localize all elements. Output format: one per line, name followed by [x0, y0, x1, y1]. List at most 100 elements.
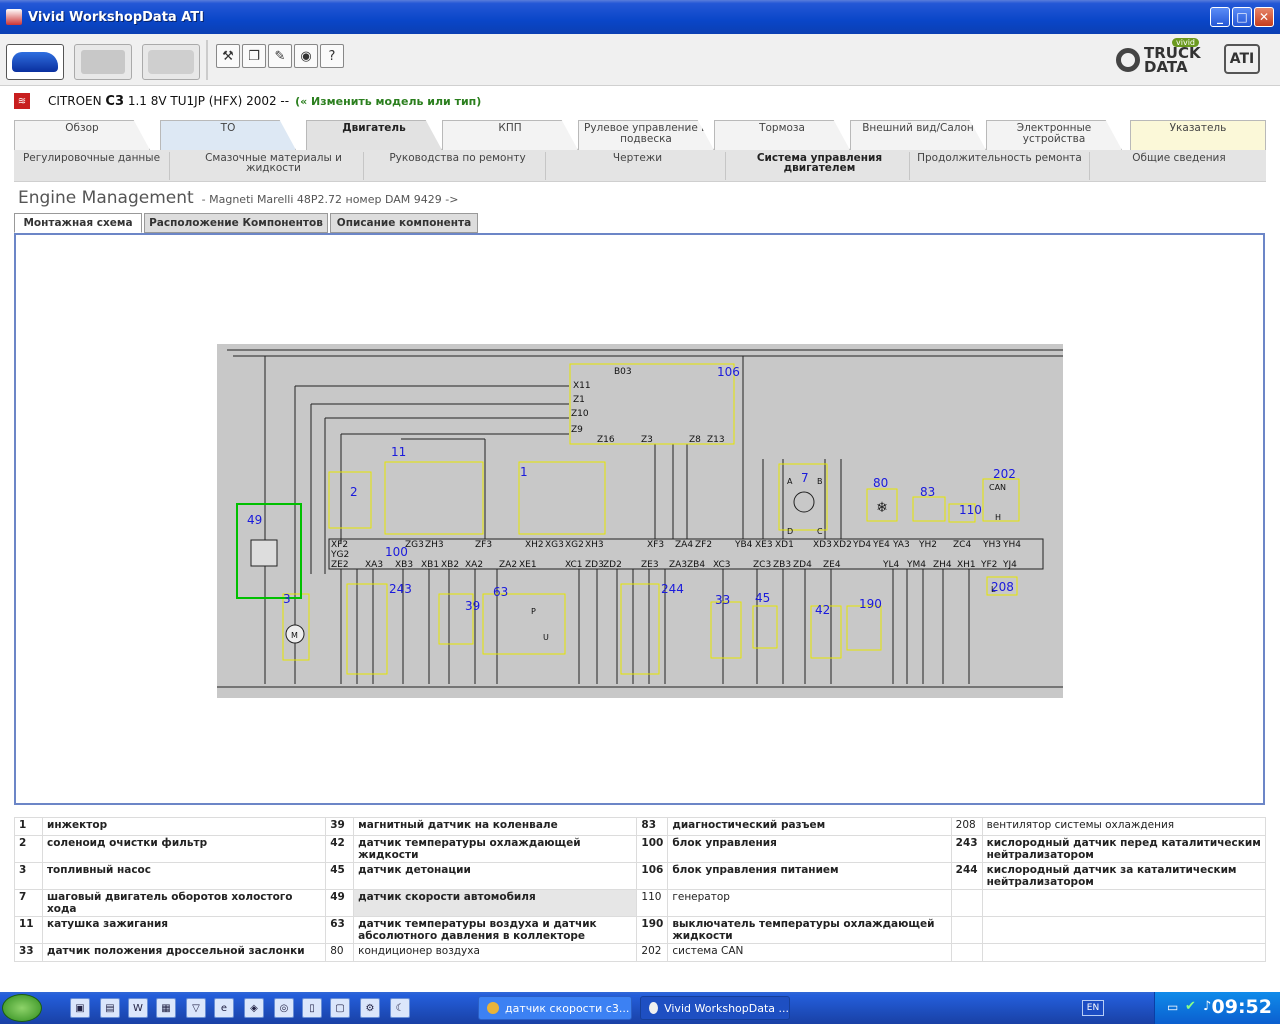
tab-component-description[interactable]: Описание компонента [330, 213, 478, 233]
tab-wiring-diagram[interactable]: Монтажная схема [14, 213, 142, 233]
component-number-83[interactable]: 83 [920, 485, 935, 499]
component-number-42[interactable]: 42 [815, 603, 830, 617]
component-number-106[interactable]: 106 [717, 365, 740, 379]
subtab-drawings[interactable]: Чертежи [550, 152, 726, 180]
legend-description[interactable]: катушка зажигания [41, 916, 327, 944]
legend-description[interactable]: диагностический разъем [667, 817, 952, 836]
taskbar-item-workshopdata[interactable]: Vivid WorkshopData ... [640, 996, 790, 1020]
component-208[interactable] [986, 576, 1018, 596]
legend-description[interactable]: генератор [667, 889, 952, 917]
subtab-repair-times[interactable]: Продолжительность ремонта [910, 152, 1090, 180]
help-icon[interactable]: ? [320, 44, 344, 68]
outlook-icon[interactable]: ◈ [244, 998, 264, 1018]
globe-icon[interactable]: ◉ [294, 44, 318, 68]
component-3[interactable] [282, 593, 310, 661]
network-icon[interactable]: ▭ [1167, 1000, 1179, 1014]
tab-component-location[interactable]: Расположение Компонентов [144, 213, 328, 233]
legend-description[interactable]: выключатель температуры охлаждающей жидк… [667, 916, 952, 944]
word-icon[interactable]: W [128, 998, 148, 1018]
component-110[interactable] [948, 503, 976, 523]
component-number-7[interactable]: 7 [801, 471, 809, 485]
maximize-button[interactable]: □ [1232, 7, 1252, 27]
legend-description[interactable]: датчик детонации [353, 862, 638, 890]
component-190[interactable] [846, 605, 882, 651]
copy-icon[interactable]: ❐ [242, 44, 266, 68]
component-243[interactable] [346, 583, 388, 675]
component-number-244[interactable]: 244 [661, 582, 684, 596]
phone-icon[interactable]: ▯ [302, 998, 322, 1018]
change-model-link[interactable]: (« Изменить модель или тип) [295, 94, 482, 108]
tools-icon[interactable]: ⚒ [216, 44, 240, 68]
legend-description[interactable]: датчик положения дроссельной заслонки [41, 943, 327, 962]
taskbar-item-browser[interactable]: датчик скорости с3... [478, 996, 632, 1020]
car-mode-button[interactable] [6, 44, 64, 80]
legend-description[interactable]: блок управления [667, 835, 952, 863]
check-icon[interactable]: ✔ [1185, 999, 1196, 1014]
subtab-engine-management[interactable]: Система управления двигателем [730, 152, 910, 180]
legend-description[interactable] [981, 889, 1267, 917]
bus-mode-button[interactable] [142, 44, 200, 80]
component-number-1[interactable]: 1 [520, 465, 528, 479]
tab-brakes[interactable]: Тормоза [714, 120, 850, 150]
doc-icon[interactable]: ▢ [330, 998, 350, 1018]
volume-icon[interactable]: ♪ [1203, 999, 1212, 1014]
relay-box-106[interactable] [569, 363, 735, 445]
legend-description[interactable]: кислородный датчик за каталитическим ней… [981, 862, 1267, 890]
ie-icon[interactable]: e [214, 998, 234, 1018]
save-icon[interactable]: ▣ [70, 998, 90, 1018]
truck-mode-button[interactable] [74, 44, 132, 80]
component-number-3[interactable]: 3 [283, 592, 291, 606]
subtab-adjustment-data[interactable]: Регулировочные данные [14, 152, 170, 180]
legend-description[interactable]: топливный насос [41, 862, 327, 890]
component-2[interactable] [328, 471, 372, 529]
legend-description[interactable]: кондиционер воздуха [353, 943, 638, 962]
tab-electronics[interactable]: Электронные устройства [986, 120, 1122, 150]
component-39[interactable] [438, 593, 474, 645]
page-subtitle[interactable]: - Magneti Marelli 48P2.72 номер DAM 9429… [201, 193, 459, 206]
legend-description[interactable]: шаговый двигатель оборотов холостого ход… [41, 889, 327, 917]
legend-description[interactable]: вентилятор системы охлаждения [981, 817, 1267, 836]
edit-icon[interactable]: ✎ [268, 44, 292, 68]
winamp-icon[interactable]: ▽ [186, 998, 206, 1018]
tab-overview[interactable]: Обзор [14, 120, 150, 150]
component-45[interactable] [752, 605, 778, 649]
tab-index[interactable]: Указатель [1130, 120, 1266, 150]
component-number-49[interactable]: 49 [247, 513, 262, 527]
legend-description[interactable]: система CAN [667, 943, 952, 962]
legend-description[interactable]: кислородный датчик перед каталитическим … [981, 835, 1267, 863]
legend-description[interactable] [981, 943, 1267, 962]
tab-exterior-interior[interactable]: Внешний вид/Салон [850, 120, 986, 150]
component-number-208[interactable]: 208 [991, 580, 1014, 594]
subtab-general-info[interactable]: Общие сведения [1132, 152, 1226, 164]
component-number-202[interactable]: 202 [993, 467, 1016, 481]
component-80[interactable] [866, 488, 898, 522]
minimize-button[interactable]: _ [1210, 7, 1230, 27]
subtab-repair-manuals[interactable]: Руководства по ремонту [370, 152, 546, 180]
start-button[interactable] [2, 994, 42, 1022]
subtab-lubricants[interactable]: Смазочные материалы и жидкости [184, 152, 364, 180]
chrome-icon[interactable]: ◎ [274, 998, 294, 1018]
tool-icon[interactable]: ⚙ [360, 998, 380, 1018]
component-83[interactable] [912, 496, 946, 522]
component-7[interactable] [778, 463, 828, 531]
component-number-190[interactable]: 190 [859, 597, 882, 611]
component-number-45[interactable]: 45 [755, 591, 770, 605]
component-49-highlight[interactable] [236, 503, 302, 599]
tab-engine[interactable]: Двигатель [306, 120, 442, 150]
component-number-33[interactable]: 33 [715, 593, 730, 607]
moon-icon[interactable]: ☾ [390, 998, 410, 1018]
legend-description[interactable]: датчик температуры воздуха и датчик абсо… [353, 916, 638, 944]
component-number-243[interactable]: 243 [389, 582, 412, 596]
tab-service[interactable]: ТО [160, 120, 296, 150]
window-titlebar[interactable]: Vivid WorkshopData ATI _ □ ✕ [0, 0, 1280, 34]
component-202[interactable] [982, 478, 1020, 522]
component-number-63[interactable]: 63 [493, 585, 508, 599]
legend-description[interactable]: датчик скорости автомобиля [353, 889, 638, 917]
component-63[interactable] [482, 593, 566, 655]
tab-steering-suspension[interactable]: Рулевое управление и подвеска [578, 120, 714, 150]
legend-description[interactable] [981, 916, 1267, 944]
tab-gearbox[interactable]: КПП [442, 120, 578, 150]
component-number-11[interactable]: 11 [391, 445, 406, 459]
component-33[interactable] [710, 601, 742, 659]
